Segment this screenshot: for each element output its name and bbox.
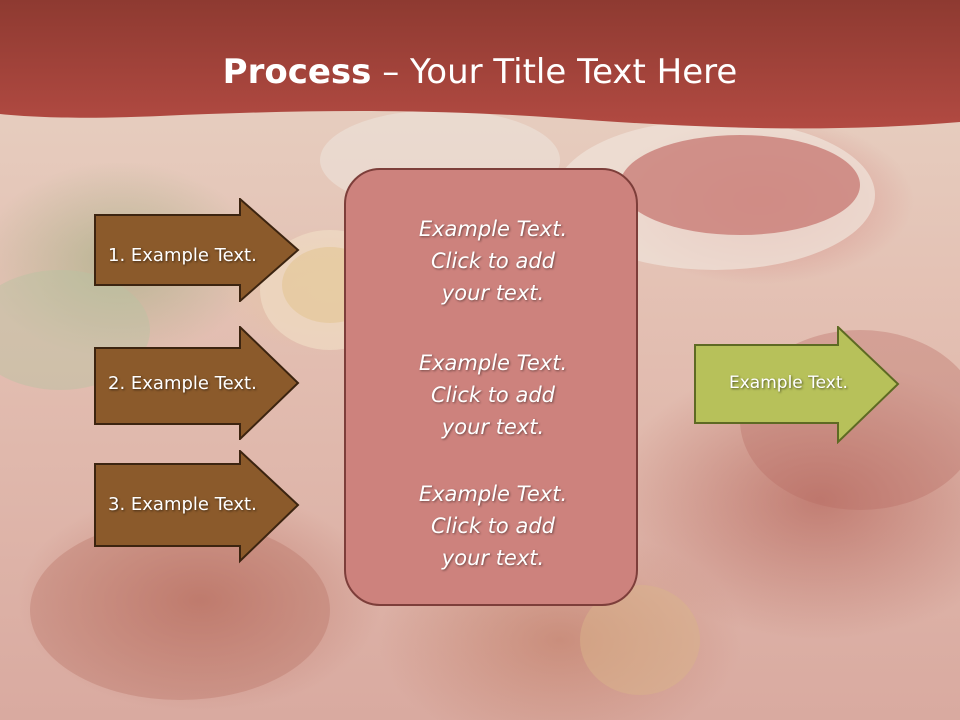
center-paragraph-1: Example Text. Click to add your text. [346,213,640,309]
center-paragraph-1-line-1: Example Text. [418,217,568,241]
step-label-2: 2. Example Text. [108,373,257,394]
title-bold: Process [222,52,372,92]
step-arrow-2[interactable] [94,326,300,440]
result-arrow[interactable] [694,326,900,444]
result-label: Example Text. [729,373,848,393]
center-paragraph-1-line-3: your text. [441,281,545,305]
step-arrow-1[interactable] [94,198,300,302]
step-label-3: 3. Example Text. [108,494,257,515]
step-label-1: 1. Example Text. [108,245,257,266]
center-paragraph-3-line-3: your text. [441,546,545,570]
center-paragraph-3: Example Text. Click to add your text. [346,478,640,574]
step-arrow-3[interactable] [94,450,300,564]
slide-title[interactable]: Process – Your Title Text Here [0,52,960,92]
title-rest: Your Title Text Here [410,52,738,92]
center-paragraph-2: Example Text. Click to add your text. [346,347,640,443]
title-dash: – [371,52,411,92]
center-paragraph-1-line-2: Click to add [430,249,555,273]
title-banner [0,0,960,129]
center-paragraph-2-line-2: Click to add [430,383,555,407]
center-paragraph-2-line-1: Example Text. [418,351,568,375]
center-paragraph-3-line-1: Example Text. [418,482,568,506]
center-paragraph-2-line-3: your text. [441,415,545,439]
center-text-box[interactable]: Example Text. Click to add your text. Ex… [344,168,638,606]
center-paragraph-3-line-2: Click to add [430,514,555,538]
